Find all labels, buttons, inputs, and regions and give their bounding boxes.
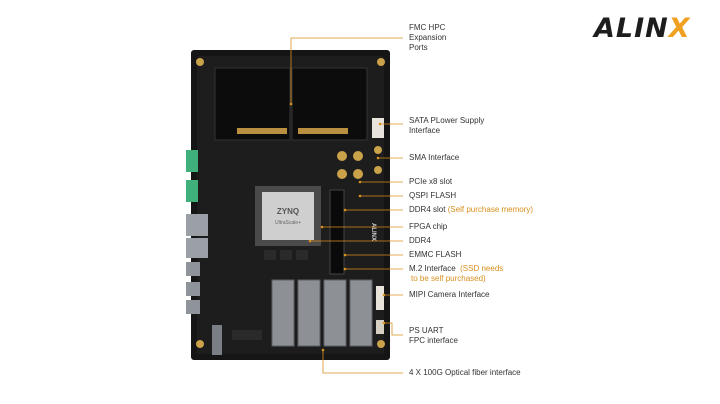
mount-hole [196, 340, 204, 348]
mount-hole [377, 340, 385, 348]
logo-main-text: ALIN [594, 13, 669, 44]
board-silk-logo: ALINX [370, 223, 376, 241]
label-fmc-line3: Ports [409, 43, 428, 52]
label-ddr4slot: DDR4 slot (Self purchase memory) [409, 205, 533, 215]
usb-port-1 [186, 262, 200, 276]
usb-port-3 [186, 300, 200, 314]
logo-accent-text: X [668, 13, 691, 44]
chip-top-text: ZYNQ [277, 207, 299, 216]
side-switch [212, 325, 222, 355]
sma-connector [337, 151, 347, 161]
label-pcie: PCIe x8 slot [409, 177, 453, 186]
sma-connector [353, 169, 363, 179]
label-m2-note1: (SSD needs [460, 264, 504, 273]
label-fpga: FPGA chip [409, 222, 448, 231]
sma-connector [374, 166, 382, 174]
qsfp-cage-3 [323, 279, 347, 347]
qsfp-cage-2 [297, 279, 321, 347]
ethernet-port-2 [186, 238, 208, 258]
ddr4-chip [264, 250, 276, 260]
fmc-pins-right [298, 128, 348, 134]
green-terminal-1 [186, 150, 198, 172]
chip-line2-text: UltraScale+ [275, 220, 301, 226]
label-optical: 4 X 100G Optical fiber interface [409, 368, 521, 377]
sma-connector [337, 169, 347, 179]
label-sata-line1: SATA PLower Supply [409, 116, 485, 125]
sma-connector [353, 151, 363, 161]
qsfp-cage-1 [271, 279, 295, 347]
label-uart: PS UART FPC interface [409, 326, 458, 346]
label-qspi: QSPI FLASH [409, 191, 457, 200]
sma-connector [374, 146, 382, 154]
label-fmc-line2: Expansion [409, 33, 447, 42]
alinx-logo: ALINX [594, 14, 691, 44]
label-sma: SMA Interface [409, 153, 460, 162]
fmc-pins-left [237, 128, 287, 134]
ddr4-chip [280, 250, 292, 260]
leader-optical [322, 350, 403, 374]
label-fmc: FMC HPC Expansion Ports [409, 23, 446, 53]
mount-hole [196, 58, 204, 66]
label-m2: M.2 Interface (SSD needs to be self purc… [409, 264, 503, 284]
label-fmc-line1: FMC HPC [409, 23, 446, 32]
ddr4-chip [296, 250, 308, 260]
sata-power-connector [372, 118, 384, 138]
label-emmc: EMMC FLASH [409, 250, 462, 259]
bottom-header [232, 330, 262, 340]
uart-fpc-connector [376, 320, 384, 334]
label-m2-text: M.2 Interface [409, 264, 456, 273]
label-sata: SATA PLower Supply Interface [409, 116, 484, 136]
mount-hole [377, 58, 385, 66]
usb-port-2 [186, 282, 200, 296]
leader-uart [384, 322, 403, 336]
label-ddr4slot-note: (Self purchase memory) [447, 205, 534, 214]
label-m2-note2: to be self purchased) [411, 274, 486, 283]
mipi-connector [376, 286, 384, 310]
qsfp-cage-4 [349, 279, 373, 347]
ddr4-slot [329, 189, 345, 275]
label-uart-line2: FPC interface [409, 336, 458, 345]
leader-fmc [290, 37, 403, 104]
label-ddr4: DDR4 [409, 236, 431, 245]
label-mipi: MIPI Camera Interface [409, 290, 490, 299]
ethernet-port-1 [186, 214, 208, 236]
fpga-chip [262, 192, 314, 240]
green-terminal-2 [186, 180, 198, 202]
label-sata-line2: Interface [409, 126, 441, 135]
label-uart-line1: PS UART [409, 326, 444, 335]
label-ddr4slot-text: DDR4 slot [409, 205, 446, 214]
